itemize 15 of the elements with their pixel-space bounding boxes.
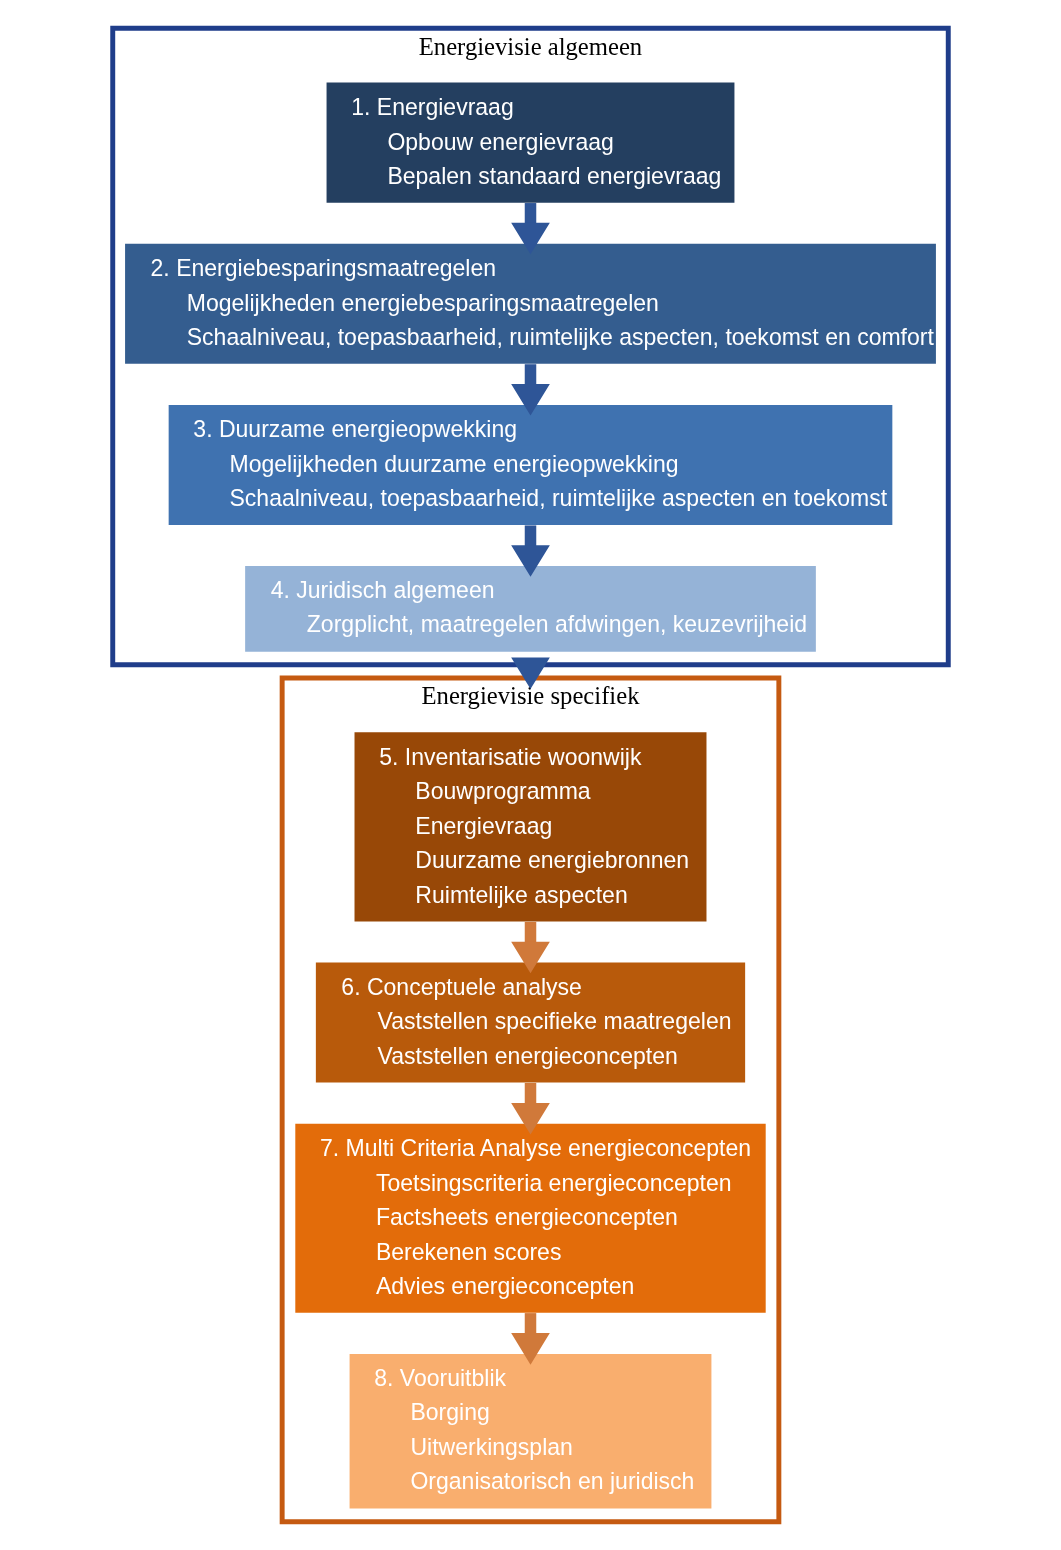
node-box: 6. Conceptuele analyse Vaststellen specifieke maatregelen Vaststellen energieconcepten [315,962,746,1083]
arrow [511,657,550,689]
arrow [511,203,550,255]
arrow [511,525,550,577]
node-box: 4. Juridisch algemeen Zorgplicht, maatregelen afdwingen, keuzevrijheid [245,566,816,652]
node-box: 5. Inventarisatie woonwijk Bouwprogramma Energievraag Duurzame energiebronnen Ruimtelijke aspecten [354,732,707,922]
arrow [511,364,550,416]
node-box: 8. Vooruitblik Borging Uitwerkingsplan Organisatorisch en juridisch [349,1353,712,1509]
node-box: 7. Multi Criteria Analyse energieconcepten Toetsingscriteria energieconcepten Factsheets energieconcepten Berekenen scores Advies energieconcepten [295,1123,766,1313]
arrow [511,1082,550,1135]
node-box: 1. Energievraag Opbouw energievraag Bepalen standaard energievraag [326,82,735,203]
node-box: 3. Duurzame energieopwekking Mogelijkheden duurzame energieopwekking Schaalniveau, toepasbaarheid, ruimtelijke aspecten en toekomst [168,404,893,525]
node-box: 2. Energiebesparingsmaatregelen Mogelijkheden energiebesparingsmaatregelen Schaalniveau, toepasbaarheid, ruimtelijke aspecten, toekomst en comfort [125,243,936,364]
arrow [511,921,550,974]
arrow [511,1313,550,1365]
